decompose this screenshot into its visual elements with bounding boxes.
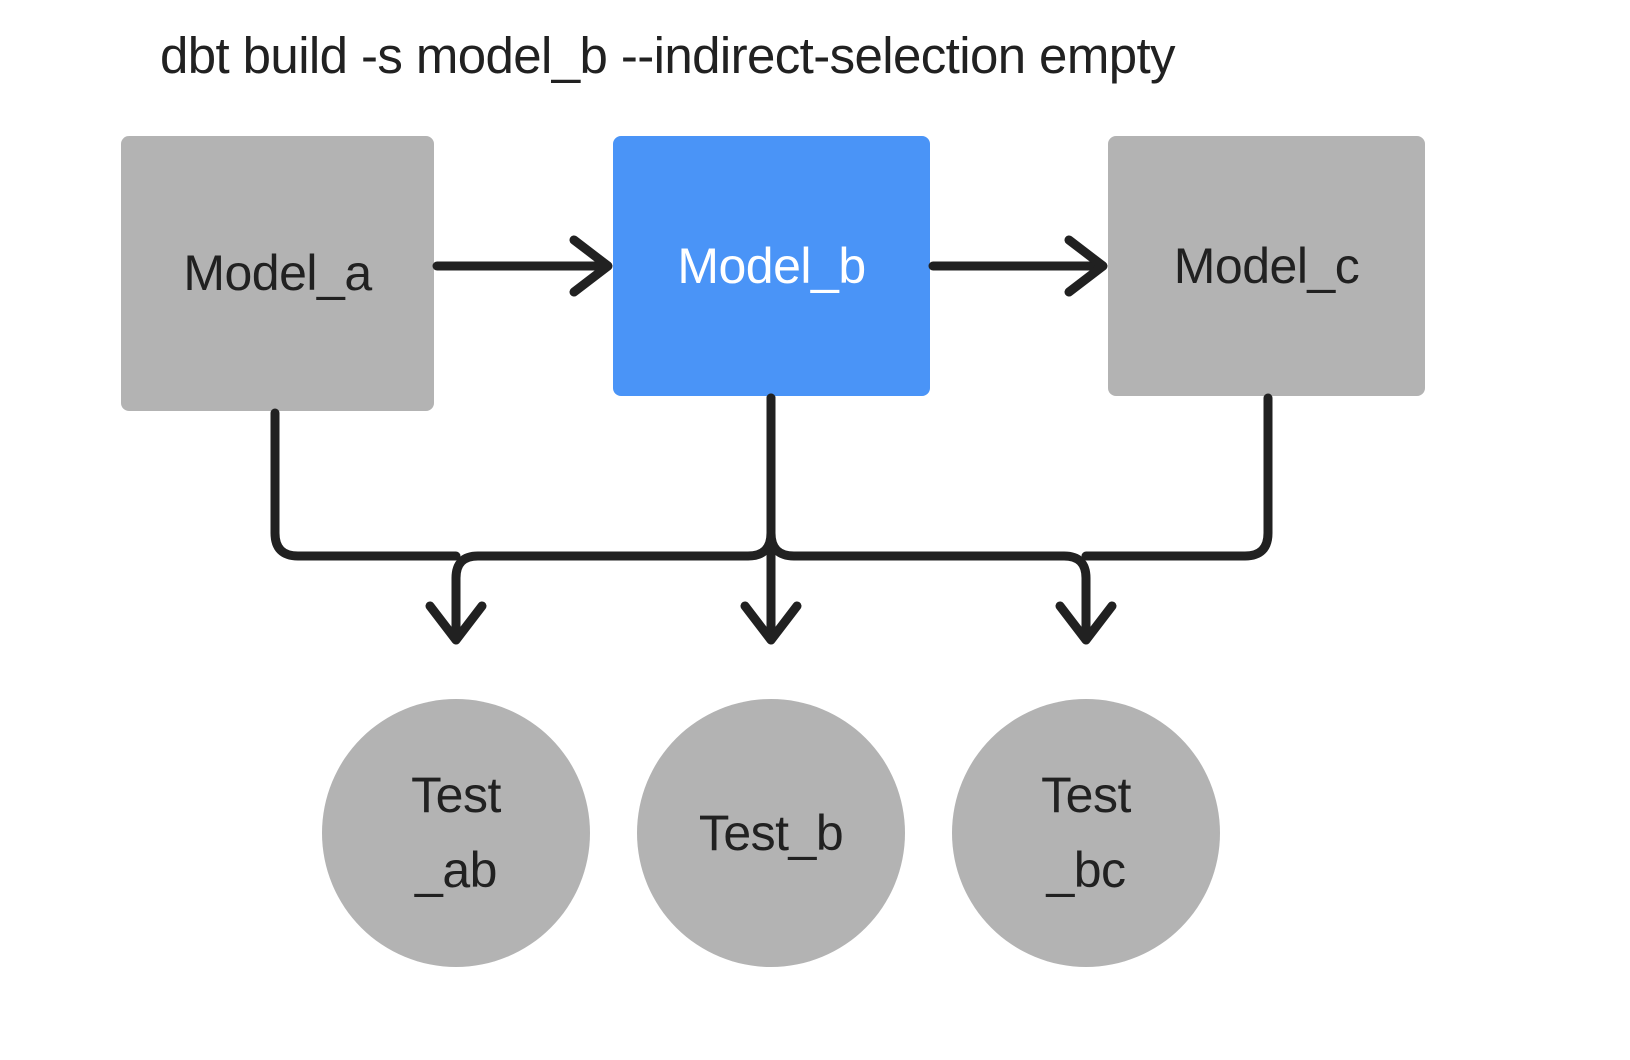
edge-model-a-to-model-b (432, 235, 613, 297)
node-test-b[interactable] (637, 699, 905, 967)
node-model-a[interactable] (121, 136, 434, 411)
edge-model-a-to-test-ab (270, 408, 461, 561)
edge-model-b-to-test-ab (425, 393, 776, 645)
node-model-c[interactable] (1108, 136, 1425, 396)
edge-model-b-to-test-bc (766, 528, 1117, 645)
edge-model-b-to-test-b (740, 393, 802, 645)
edge-model-c-to-test-bc (1081, 393, 1273, 561)
diagram-title: dbt build -s model_b --indirect-selectio… (160, 27, 1176, 84)
node-model-b[interactable] (613, 136, 930, 396)
node-test-ab[interactable] (322, 699, 590, 967)
edge-model-b-to-model-c (928, 235, 1108, 297)
node-test-bc[interactable] (952, 699, 1220, 967)
